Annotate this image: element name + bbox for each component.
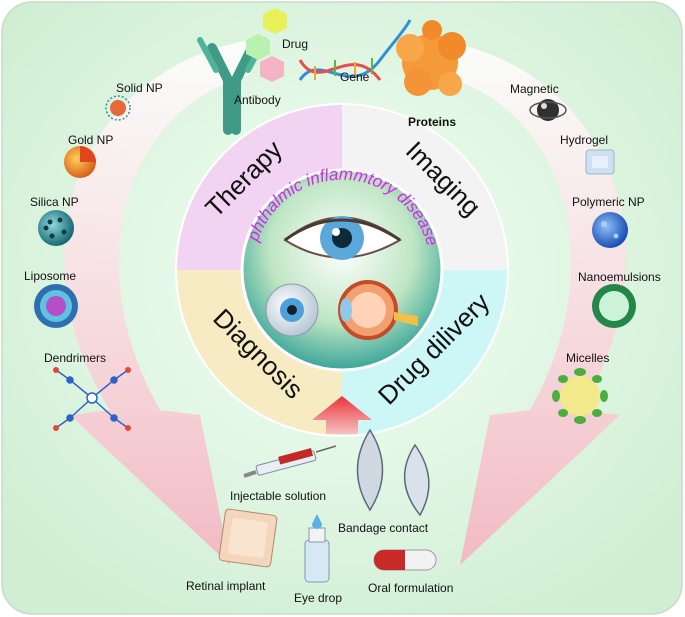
gene-label: Gene <box>340 70 370 84</box>
eye-drop-label: Eye drop <box>294 591 342 605</box>
nanoemulsions-icon <box>592 284 636 328</box>
injectable-solution-label: Injectable solution <box>230 489 326 503</box>
liposome-label: Liposome <box>24 269 76 283</box>
antibody-icon <box>197 37 267 135</box>
nanoemulsions-label: Nanoemulsions <box>578 270 661 284</box>
syringe-icon <box>243 445 337 478</box>
gold-np-icon <box>64 146 96 178</box>
capsule-icon <box>373 549 437 571</box>
eye-drop-icon <box>304 514 330 583</box>
polymeric-np-label: Polymeric NP <box>572 195 645 209</box>
eye-illustration-icon <box>283 216 402 260</box>
gold-np-label: Gold NP <box>68 133 113 147</box>
liposome-icon <box>34 284 78 328</box>
drug-label: Drug <box>282 37 308 51</box>
drug-icon <box>246 8 287 82</box>
hydrogel-icon <box>585 149 615 175</box>
dendrimers-label: Dendrimers <box>44 351 106 365</box>
bandage-contact-label: Bandage contact <box>338 521 429 535</box>
micelles-label: Micelles <box>566 351 609 365</box>
hydrogel-label: Hydrogel <box>560 133 608 147</box>
oral-formulation-label: Oral formulation <box>368 581 453 595</box>
magnetic-label: Magnetic <box>510 82 559 96</box>
left-curved-arrow <box>63 40 250 565</box>
up-arrow <box>312 396 372 434</box>
micelles-icon <box>552 368 608 424</box>
magnetic-icon <box>529 99 567 121</box>
eyeball-icon <box>265 283 319 337</box>
antibody-label: Antibody <box>234 93 281 107</box>
polymeric-np-icon <box>592 212 628 248</box>
solid-np-icon <box>105 95 131 121</box>
silica-np-icon <box>38 210 74 246</box>
bandage-contact-icon <box>356 428 430 517</box>
gene-icon <box>298 19 412 81</box>
retinal-implant-label: Retinal implant <box>186 579 266 593</box>
right-curved-arrow <box>440 40 627 565</box>
retinal-implant-icon <box>218 508 278 568</box>
proteins-label: Proteins <box>408 115 456 129</box>
silica-np-label: Silica NP <box>30 195 79 209</box>
dendrimers-icon <box>53 367 131 431</box>
proteins-icon <box>396 20 466 96</box>
solid-np-label: Solid NP <box>116 81 163 95</box>
eye-anatomy-icon <box>338 280 418 340</box>
